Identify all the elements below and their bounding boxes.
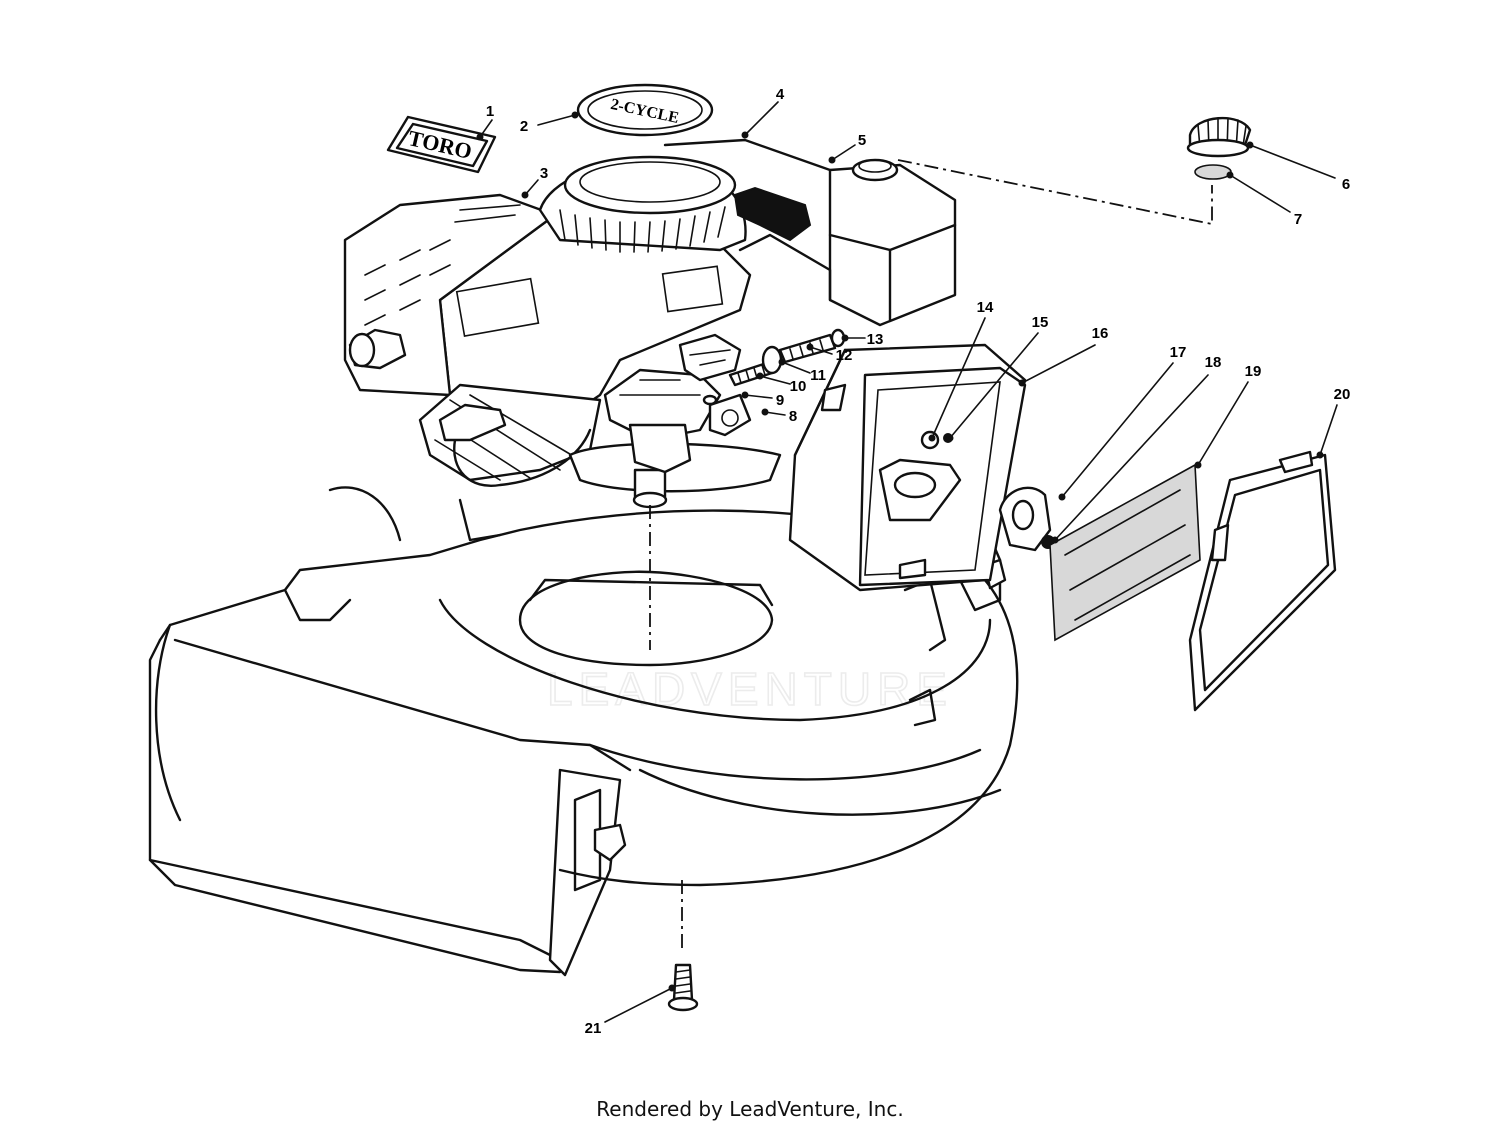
footer-credit: Rendered by LeadVenture, Inc.: [596, 1097, 904, 1121]
callout-5: 5: [858, 132, 866, 149]
fuel-cap-filter: [1194, 164, 1232, 180]
callout-18: 18: [1205, 354, 1222, 371]
watermark: LEADVENTURE: [547, 663, 953, 715]
callout-3: 3: [540, 165, 548, 182]
starter-handle: [733, 186, 812, 242]
callout-21: 21: [585, 1020, 602, 1037]
callout-9: 9: [776, 392, 784, 409]
callout-6: 6: [1342, 176, 1350, 193]
air-cleaner-body: [788, 343, 1027, 592]
callout-2: 2: [520, 118, 528, 135]
callout-20: 20: [1334, 386, 1351, 403]
cycle-decal: 2-CYCLE: [576, 83, 714, 137]
callout-leaders: [476, 101, 1338, 1023]
toro-decal: TORO: [386, 115, 497, 174]
callout-13: 13: [867, 331, 884, 348]
callout-1: 1: [486, 103, 494, 120]
callout-12: 12: [836, 347, 853, 364]
callout-11: 11: [810, 367, 826, 384]
callout-15: 15: [1032, 314, 1049, 331]
fuel-tank: [828, 163, 957, 327]
callout-16: 16: [1092, 325, 1109, 342]
callout-labels: 1 2 3 4 5 6 7 8 9 10 11 12 13 14 15 16 1…: [486, 86, 1351, 1037]
air-cleaner-bracket: [998, 486, 1055, 552]
callout-4: 4: [776, 86, 785, 103]
callout-17: 17: [1170, 344, 1187, 361]
fuel-cap: [1186, 117, 1252, 158]
callout-14: 14: [977, 299, 994, 316]
callout-10: 10: [790, 378, 807, 395]
callout-19: 19: [1245, 363, 1262, 380]
callout-7: 7: [1294, 211, 1302, 228]
air-filter-element: [1049, 463, 1201, 642]
deck-bolt: [667, 963, 699, 1012]
callout-8: 8: [789, 408, 797, 425]
air-cleaner-cover: [1188, 450, 1337, 712]
engine-assembly: [343, 138, 957, 509]
